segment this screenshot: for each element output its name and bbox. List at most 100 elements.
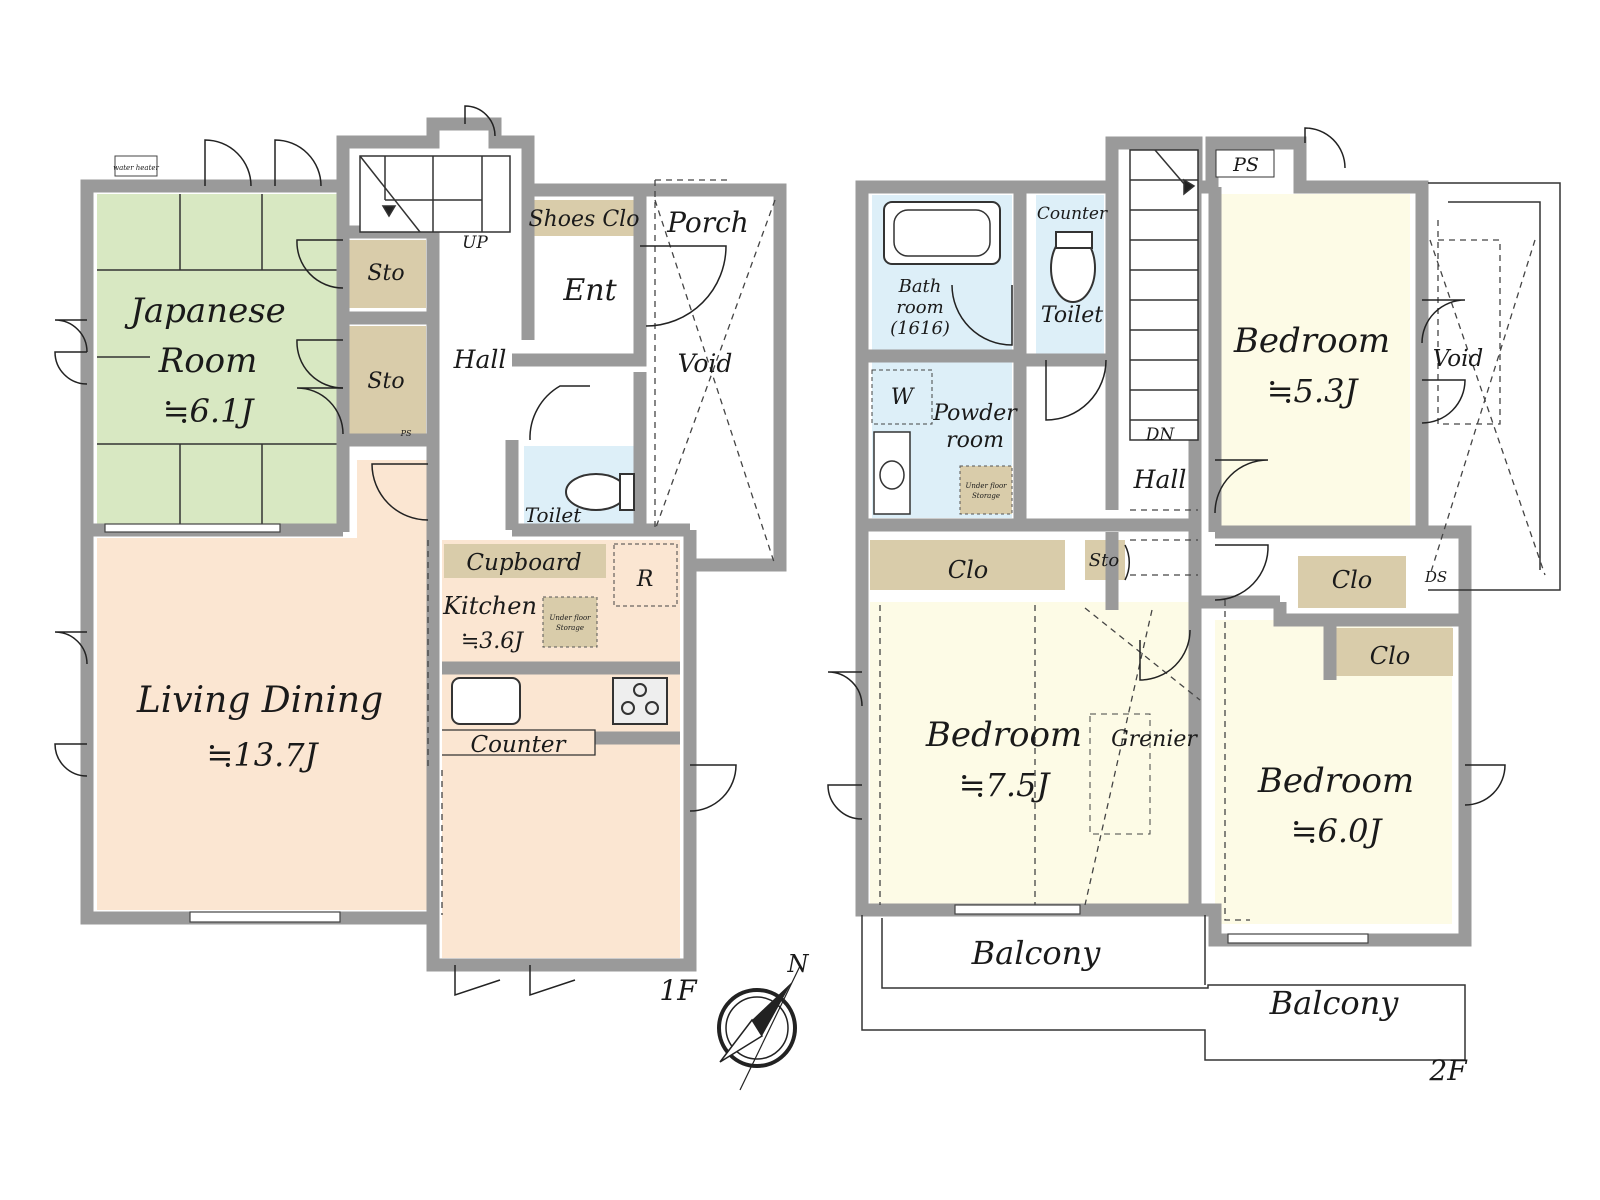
entrance-door[interactable]	[640, 245, 727, 327]
clo-c-label: Clo	[1370, 642, 1411, 670]
walls-2f-inner	[862, 187, 1465, 910]
water-heater-label: water heater	[113, 164, 159, 172]
bedroom-c-door[interactable]	[1214, 544, 1269, 601]
balcony-b-label: Balcony	[1269, 984, 1400, 1022]
kitchen-size: ≒3.6J	[461, 629, 524, 654]
living-dining-size: ≒13.7J	[207, 736, 320, 774]
dn-label: DN	[1145, 425, 1176, 445]
living-left-door-c[interactable]	[54, 631, 88, 665]
powder-label-2: room	[946, 428, 1004, 453]
stove-icon	[612, 677, 668, 725]
ds-label: DS	[1424, 568, 1447, 586]
refrigerator-label: R	[636, 567, 654, 592]
clo-a-floor	[870, 540, 1065, 590]
bath-label-3: (1616)	[890, 318, 950, 339]
living-left-door-d[interactable]	[54, 743, 88, 777]
bedroom-a-side-door-b[interactable]	[1421, 379, 1466, 424]
sto-lower-floor	[346, 326, 426, 440]
compass-n-label: N	[787, 950, 810, 978]
powder-label-1: Powder	[932, 401, 1018, 426]
sto-door-a[interactable]	[296, 239, 344, 289]
bedroom-a-door[interactable]	[1214, 459, 1269, 514]
underfloor-2f-line2: Storage	[972, 492, 1000, 500]
grenier-box	[1089, 713, 1151, 835]
underfloor-2f-line1: Under floor	[965, 482, 1007, 490]
jroom-door-a[interactable]	[204, 139, 252, 187]
jroom-bottom-window	[104, 523, 281, 533]
bedroom-c-label: Bedroom	[1257, 761, 1414, 801]
sto-2f-label: Sto	[1089, 550, 1120, 571]
living-dining-label: Living Dining	[136, 680, 383, 721]
balcony-a-outline	[861, 915, 1466, 1061]
toilet-2f-door[interactable]	[1045, 359, 1107, 421]
walls-2f	[855, 136, 1472, 947]
sto-door-c[interactable]	[296, 387, 344, 435]
bedroom-b-size: ≒7.5J	[959, 766, 1052, 804]
bath-label-2: room	[896, 297, 943, 318]
cupboard-label: Cupboard	[466, 550, 581, 576]
bath-label-1: Bath	[898, 276, 942, 297]
bedroom-b-window	[954, 904, 1081, 915]
sto-lower-label: Sto	[367, 369, 404, 394]
kitchen-opening	[427, 540, 443, 915]
bedroom-b-label: Bedroom	[925, 715, 1082, 755]
living-dining-floor	[97, 460, 428, 910]
japanese-room-floor	[97, 194, 343, 524]
bedroom-b-left-door-a[interactable]	[827, 671, 863, 707]
clo-b-floor	[1298, 556, 1406, 608]
void-1f-x	[654, 199, 776, 566]
bedroom-a-size: ≒5.3J	[1267, 372, 1360, 410]
counter-outline	[442, 729, 596, 756]
bedroom-b-dashed	[879, 600, 1250, 921]
floor-2f-label: 2F	[1428, 1054, 1468, 1087]
living-left-door-b[interactable]	[54, 351, 88, 385]
void-1f-label: Void	[678, 349, 733, 378]
sto-upper-label: Sto	[367, 261, 404, 286]
counter-2f-label: Counter	[1037, 204, 1108, 224]
sto-upper-floor	[346, 240, 426, 308]
bedroom-b-door[interactable]	[1139, 629, 1191, 681]
sto-2f-door[interactable]	[1124, 544, 1131, 581]
floor-1: water heater Japanese Room ≒6.1J Sto Sto…	[54, 105, 787, 1007]
up-label: UP	[462, 233, 488, 253]
shoes-clo-label: Shoes Clo	[529, 207, 640, 232]
jroom-label-1: Japanese	[124, 291, 286, 331]
stairs-2f	[1129, 149, 1199, 441]
counter-1f-label: Counter	[471, 732, 568, 758]
bedroom-c-side-door[interactable]	[1464, 764, 1506, 806]
toilet-2f-label: Toilet	[1041, 303, 1103, 328]
hall-to-living-door[interactable]	[371, 463, 429, 521]
underfloor-1f-line1: Under floor	[549, 614, 591, 622]
ps-small-label: PS	[400, 429, 412, 438]
front-top-door[interactable]	[464, 105, 496, 137]
wall-1f-kitchen	[442, 661, 680, 745]
bedroom-a-side-door-a[interactable]	[1421, 299, 1466, 344]
sink[interactable]	[451, 677, 521, 725]
balcony-a-label: Balcony	[971, 934, 1102, 972]
dining-bottom-door-a[interactable]	[454, 965, 501, 997]
jroom-label-2: Room	[158, 341, 258, 381]
jroom-door-b[interactable]	[274, 139, 322, 187]
bedroom-c-size: ≒6.0J	[1291, 812, 1384, 850]
underfloor-1f	[542, 596, 598, 648]
bedroom-b-left-door-b[interactable]	[827, 784, 863, 820]
bedroom-c-window	[1227, 933, 1369, 944]
dining-right-door[interactable]	[689, 764, 737, 812]
dining-bottom-door-b[interactable]	[529, 965, 576, 997]
bathroom-door[interactable]	[951, 284, 1013, 346]
toilet-1f-door[interactable]	[529, 385, 590, 441]
living-left-door-a[interactable]	[54, 319, 88, 353]
hall-2f-label: Hall	[1133, 465, 1187, 494]
sto-door-b[interactable]	[296, 339, 344, 389]
hall-2f-dashed	[1130, 509, 1198, 576]
jroom-size: ≒6.1J	[163, 392, 256, 430]
porch-label: Porch	[666, 206, 749, 239]
porch-outline	[654, 179, 728, 530]
stairs-1f	[359, 155, 511, 233]
top-door-2f[interactable]	[1304, 127, 1346, 169]
ps-2f-box	[1215, 149, 1275, 178]
underfloor-1f-line2: Storage	[556, 624, 584, 632]
bedroom-a-floor	[1215, 194, 1410, 534]
tatami-lines	[97, 194, 343, 524]
washer-box	[871, 369, 933, 425]
